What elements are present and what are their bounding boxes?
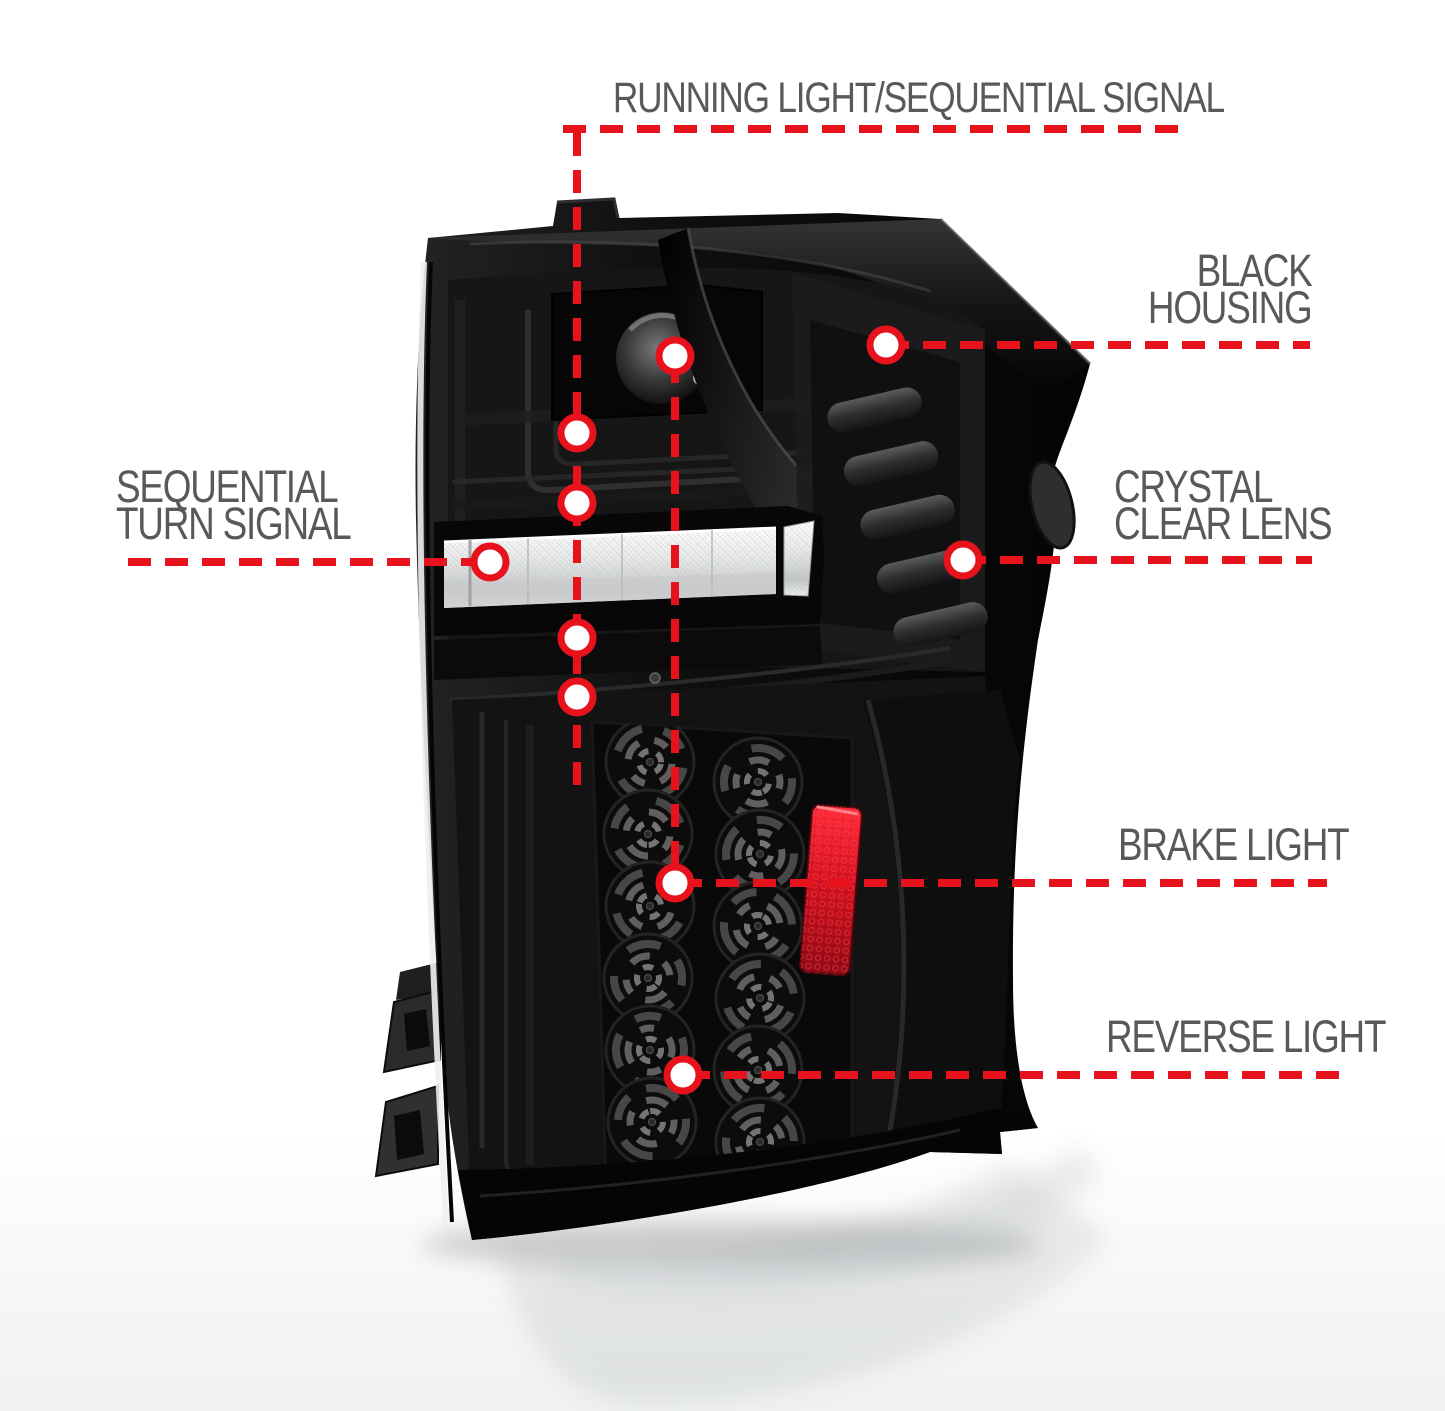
callout-dots — [470, 325, 983, 1095]
callout-dot — [557, 677, 597, 717]
lower-led-section — [452, 676, 1020, 1190]
callout-crystal-lens-line1: CRYSTAL — [1114, 461, 1273, 512]
callout-reverse-light-label: REVERSE LIGHT — [1106, 1011, 1387, 1062]
callout-dot — [557, 618, 597, 658]
callout-crystal-lens-line2: CLEAR LENS — [1114, 498, 1333, 549]
callout-dot — [470, 542, 510, 582]
callout-dot — [655, 336, 695, 376]
red-reflector — [799, 803, 863, 977]
left-edge-highlight — [417, 261, 454, 1226]
leader-lines — [128, 125, 1350, 1079]
callout-dot — [655, 863, 695, 903]
callout-dot — [557, 413, 597, 453]
callout-dot — [663, 1055, 703, 1095]
callout-black-housing-label: BLACK HOUSING — [1148, 245, 1313, 333]
callout-dot — [557, 483, 597, 523]
callout-sequential-turn-line2: TURN SIGNAL — [116, 498, 352, 549]
screw-dot — [649, 672, 661, 684]
callout-running-light-label: RUNNING LIGHT/SEQUENTIAL SIGNAL — [612, 74, 1225, 122]
callout-dot — [943, 540, 983, 580]
side-mount-knob — [1028, 460, 1076, 550]
callout-black-housing-line2: HOUSING — [1148, 282, 1313, 333]
callout-dot — [866, 325, 906, 365]
bottom-base — [458, 1108, 1038, 1240]
housing-top-face — [428, 197, 1092, 396]
callout-black-housing-line1: BLACK — [1197, 245, 1313, 296]
callout-brake-light-label: BRAKE LIGHT — [1118, 819, 1350, 870]
mounting-tabs — [374, 962, 441, 1178]
callout-crystal-clear-lens-label: CRYSTAL CLEAR LENS — [1114, 461, 1333, 549]
callout-sequential-turn-signal-label: SEQUENTIAL TURN SIGNAL — [116, 461, 352, 549]
floor-reflection — [420, 1144, 1110, 1404]
callout-sequential-turn-line1: SEQUENTIAL — [116, 461, 339, 512]
clear-lens-strip — [434, 506, 824, 636]
